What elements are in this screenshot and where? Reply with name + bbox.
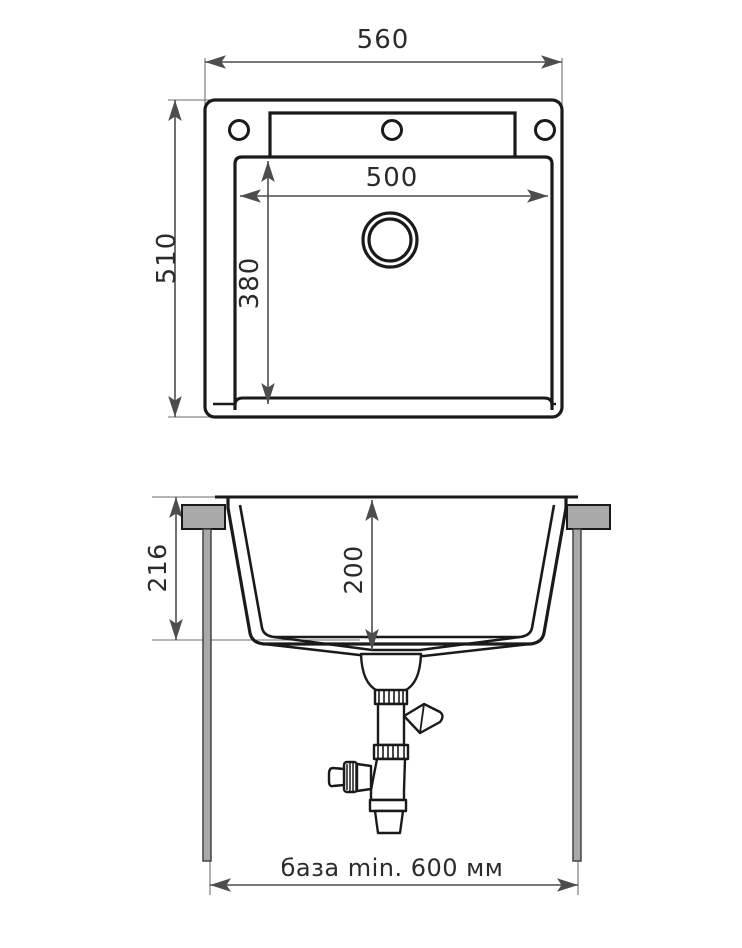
siphon-port-nut-ribs [346,763,357,791]
drain-hole [361,211,419,269]
siphon-port-cap [327,766,346,788]
faucet-deck [268,111,517,157]
siphon-bottle-body [369,757,407,802]
dimension-label-overall-height: 216 [143,543,172,592]
dimension-overall-depth: 510 [152,100,182,417]
right-cabinet-wall [572,528,582,862]
dimension-label-overall-depth: 510 [152,232,182,285]
drain-branch-spigot [402,702,444,735]
siphon-outlet-ring [368,798,408,813]
dimension-label-overall-width: 560 [357,25,410,55]
top-view: 560 510 500 38 [152,25,564,419]
left-tap-hole [228,119,250,141]
drain-upper-collar-threads [378,691,404,703]
dimension-bowl-depth: 380 [235,161,275,404]
dimension-bowl-width: 500 [240,163,548,203]
dimension-label-cabinet-base: база min. 600 мм [281,854,504,882]
drain-strainer-bell [359,652,423,693]
drain-lower-collar [372,743,410,761]
right-tap-hole [534,119,556,141]
left-cabinet-wall [202,528,212,862]
sink-bowl-section [226,498,568,646]
drain-lower-collar-threads [377,746,405,758]
dimension-overall-width: 560 [205,25,562,69]
drain-branch-seam [419,703,425,734]
bowl-floor [273,635,521,652]
dimension-label-bowl-width: 500 [366,163,419,193]
dimension-bowl-height: 200 [339,500,379,650]
dimension-label-bowl-height: 200 [339,545,368,594]
dimension-cabinet-base: база min. 600 мм [210,854,578,892]
dimension-overall-height: 216 [143,497,183,640]
dimension-label-bowl-depth: 380 [235,257,265,310]
sink-outer-outline [203,98,564,419]
front-section-view: 216 200 [143,495,611,895]
siphon-outlet-cup [373,809,405,835]
bowl-outline [233,155,554,410]
bowl-front-lip [233,396,554,406]
drain-tailpipe [376,702,406,747]
sink-bowl-inner-wall [238,504,556,639]
drain-siphon-assembly [327,652,444,835]
left-mounting-bracket [181,504,226,530]
right-mounting-bracket [566,504,611,530]
center-tap-hole [381,119,403,141]
